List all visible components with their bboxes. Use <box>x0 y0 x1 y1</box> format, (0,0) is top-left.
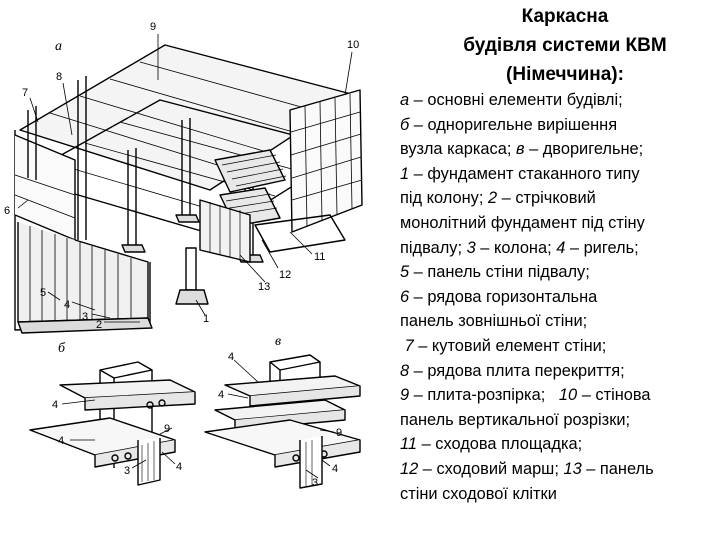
joint-double-girder <box>204 354 361 489</box>
callout-7: 7 <box>22 87 28 99</box>
legend-line: 12 – сходовий марш; 13 – панель <box>400 459 654 478</box>
callout-c-4c: 4 <box>332 463 338 475</box>
title-line-3: (Німеччина): <box>506 64 624 85</box>
main-building-illustration <box>14 44 363 334</box>
title-line-1: Каркасна <box>521 6 609 27</box>
callout-leaders <box>17 34 353 479</box>
callout-5: 5 <box>40 287 46 299</box>
callout-1: 1 <box>203 313 209 325</box>
legend-line: 11 – сходова площадка; <box>400 435 583 454</box>
legend-line: 5 – панель стіни підвалу; <box>400 263 590 282</box>
callout-b-4b: 4 <box>58 435 64 447</box>
callout-c-4b: 4 <box>218 389 224 401</box>
legend-line: панель вертикальної розрізки; <box>400 410 631 429</box>
legend-line: 7 – кутовий елемент стіни; <box>404 336 607 355</box>
legend-line: монолітний фундамент під стіну <box>400 213 645 232</box>
callout-b-4a: 4 <box>52 399 58 411</box>
callout-13: 13 <box>258 281 270 293</box>
callout-11: 11 <box>314 251 325 263</box>
callout-6: 6 <box>4 205 10 217</box>
panel-label-b: б <box>58 341 66 356</box>
legend-line: а – основні елементи будівлі; <box>400 91 623 109</box>
panel-label-a: а <box>55 39 62 54</box>
legend-line: під колону; 2 – стрічковий <box>400 189 596 208</box>
callout-b-9: 9 <box>164 423 170 435</box>
legend-line: підвалу; 3 – колона; 4 – ригель; <box>400 238 639 257</box>
legend-line: 6 – рядова горизонтальна <box>400 287 598 306</box>
legend-line: панель зовнішньої стіни; <box>400 312 588 331</box>
title-line-2: будівля системи КВМ <box>463 35 667 56</box>
legend-line: стіни сходової клітки <box>400 484 557 503</box>
legend-text: а – основні елементи будівлі; б – однори… <box>400 88 718 506</box>
callout-8: 8 <box>56 71 62 83</box>
callout-2: 2 <box>96 319 102 331</box>
panel-label-c: в <box>275 334 281 349</box>
page-title: Каркасна будівля системи КВМ (Німеччина)… <box>415 2 715 89</box>
frame-building-drawing: а б в 9 10 8 7 6 5 4 3 2 1 11 12 13 4 4 … <box>4 21 363 489</box>
callout-b-4c: 4 <box>176 461 182 473</box>
legend-line: 1 – фундамент стаканного типу <box>400 164 640 183</box>
callout-c-9: 9 <box>336 427 342 439</box>
callout-numbers: 9 10 8 7 6 5 4 3 2 1 11 12 13 4 4 9 3 4 … <box>4 21 359 489</box>
callout-4: 4 <box>64 299 70 311</box>
callout-9: 9 <box>150 21 156 33</box>
building-figure: а б в 9 10 8 7 6 5 4 3 2 1 11 12 13 4 4 … <box>4 21 363 489</box>
legend-line: 9 – плита-розпірка; 10 – стінова <box>400 386 651 405</box>
callout-c-3: 3 <box>312 477 318 489</box>
callout-b-3: 3 <box>124 465 130 477</box>
legend-line: б – однори­гельне вирішення <box>400 115 618 134</box>
legend-line: вузла каркаса; в – дворигельне; <box>400 140 644 159</box>
callout-12: 12 <box>279 269 291 281</box>
callout-10: 10 <box>347 39 359 51</box>
callout-3: 3 <box>82 311 88 323</box>
joint-single-girder <box>29 361 196 486</box>
legend-line: 8 – рядова плита перекриття; <box>400 361 625 380</box>
callout-c-4a: 4 <box>228 351 234 363</box>
